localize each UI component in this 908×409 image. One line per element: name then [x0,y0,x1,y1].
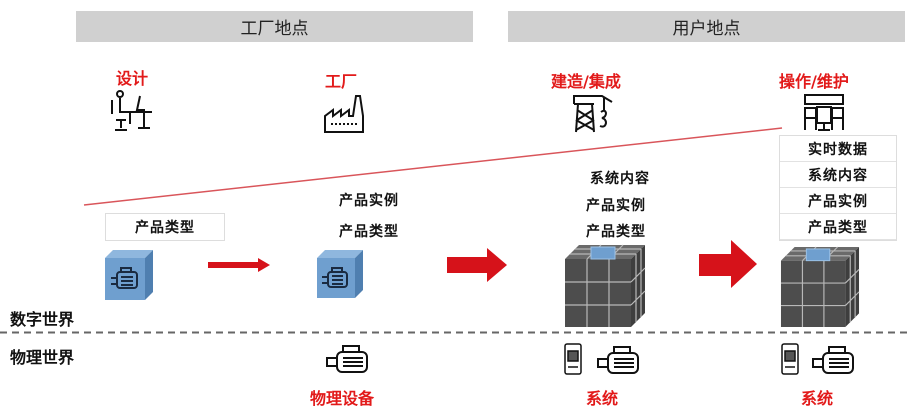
world-divider-line [0,331,908,334]
user-site-banner: 用户地点 [508,11,905,42]
motor-icon [812,346,854,374]
drive-inverter-icon [781,343,799,375]
designer-desk-icon [111,90,152,131]
factory-site-label: 工厂地点 [240,19,309,39]
user-site-label: 用户地点 [672,19,741,39]
physical-equipment-label: 物理设备 [310,389,375,408]
build-layer-product-type: 产品类型 [586,224,646,240]
big-arrow-icon [447,248,507,282]
build-system-cube-icon [565,244,646,327]
factory-icon [324,95,364,133]
operate-layer-product-type: 产品类型 [780,214,896,240]
operate-system-cube-icon [780,246,860,327]
crane-icon [573,95,613,133]
control-room-icon [804,94,844,131]
operate-layer-realtime-data: 实时数据 [780,136,896,162]
stage-factory-label: 工厂 [325,72,358,91]
operate-layer-system-content: 系统内容 [780,162,896,188]
factory-product-cube-icon [317,250,363,298]
build-layer-system-content: 系统内容 [590,171,650,187]
factory-layer-product-instance: 产品实例 [339,193,399,209]
motor-icon [597,346,639,374]
stage-build-label: 建造/集成 [551,72,621,91]
stage-design-label: 设计 [116,69,149,88]
operate-layer-stack: 实时数据 系统内容 产品实例 产品类型 [779,135,897,241]
physical-world-label: 物理世界 [10,348,75,367]
thin-arrow-icon [208,258,270,272]
big-arrow-icon [699,240,757,288]
motor-icon [326,345,368,373]
factory-site-banner: 工厂地点 [76,11,473,42]
drive-inverter-icon [564,343,582,375]
operate-system-label: 系统 [801,389,834,408]
build-system-label: 系统 [586,389,619,408]
stage-operate-label: 操作/维护 [779,72,849,91]
build-layer-product-instance: 产品实例 [586,198,646,214]
factory-layer-product-type: 产品类型 [339,224,399,240]
design-product-type-box: 产品类型 [105,213,225,241]
design-product-cube-icon [105,250,153,300]
digital-world-label: 数字世界 [10,310,75,329]
design-layer-product-type: 产品类型 [135,220,195,236]
operate-layer-product-instance: 产品实例 [780,188,896,214]
